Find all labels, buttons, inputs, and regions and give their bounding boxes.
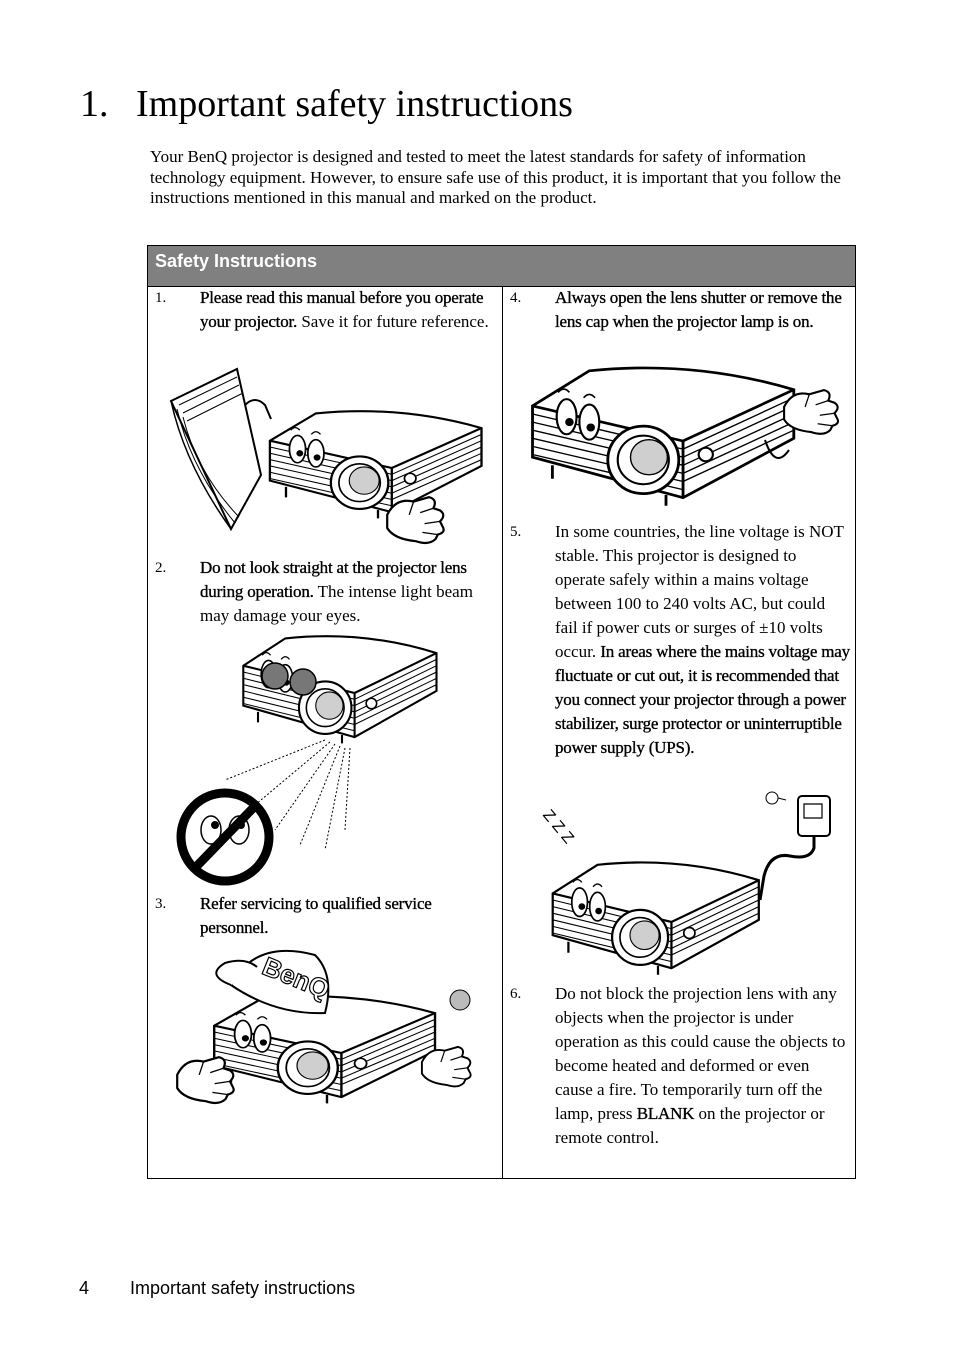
footer-section-title: Important safety instructions: [130, 1278, 356, 1298]
sleep-zzz-text: Z Z Z: [539, 807, 577, 847]
power-stabilizer-illustration: Z Z Z: [539, 790, 840, 976]
item-bold-text: Please read this manual before you opera…: [200, 288, 484, 331]
item-bold-text: In areas where the mains voltage may flu…: [555, 642, 850, 757]
item-number: 5.: [510, 524, 522, 540]
item-text: Do not look straight at the projector le…: [200, 556, 490, 628]
item-bold-text: Always open the lens shutter or remove t…: [555, 288, 842, 331]
page-title: 1. Important safety instructions: [80, 80, 573, 128]
service-technician-illustration: BenQ: [176, 945, 472, 1105]
section-title: Important safety instructions: [136, 83, 573, 125]
item-text: Do not block the projection lens with an…: [555, 982, 850, 1150]
column-divider: [502, 287, 503, 1178]
item-plain-text: In some countries, the line voltage is N…: [555, 522, 844, 661]
safety-instructions-box: Safety Instructions: [147, 245, 856, 1179]
item-text: Always open the lens shutter or remove t…: [555, 286, 845, 334]
item-text: Please read this manual before you opera…: [200, 286, 490, 334]
item-plain-text: Save it for future reference.: [297, 312, 489, 331]
item-plain-text: Do not block the projection lens with an…: [555, 984, 846, 1123]
item-plain-text: The intense light beam may damage your e…: [200, 582, 473, 625]
intro-paragraph: Your BenQ projector is designed and test…: [150, 147, 841, 207]
item-text: In some countries, the line voltage is N…: [555, 520, 850, 760]
item-bold-text: BLANK: [636, 1104, 695, 1123]
item-number: 1.: [155, 290, 167, 306]
footer-page-number: 4: [79, 1278, 90, 1298]
item-number: 3.: [155, 896, 167, 912]
item-bold-text: Do not look straight at the projector le…: [200, 558, 467, 601]
box-header: Safety Instructions: [148, 246, 855, 287]
lens-cap-illustration: [531, 366, 840, 508]
section-number: 1.: [80, 83, 109, 125]
item-text: Refer servicing to qualified service per…: [200, 892, 490, 940]
no-looking-at-lens-illustration: [175, 635, 438, 890]
item-plain-text: on the projector or remote control.: [555, 1104, 825, 1147]
item-number: 2.: [155, 560, 167, 576]
item-bold-text: Refer servicing to qualified service per…: [200, 894, 432, 937]
reading-manual-illustration: [165, 365, 483, 545]
item-number: 4.: [510, 290, 522, 306]
item-number: 6.: [510, 986, 522, 1002]
